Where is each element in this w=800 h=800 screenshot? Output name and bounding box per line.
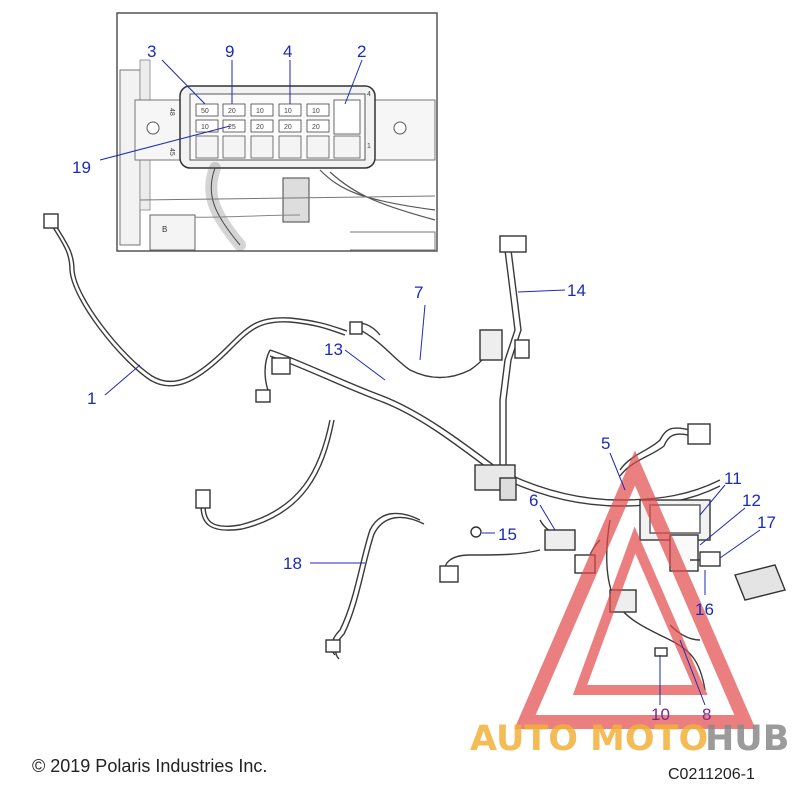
side-label: 4 xyxy=(367,91,371,98)
fuse-label: 20 xyxy=(284,124,292,131)
watermark-word-a: AUTO xyxy=(470,719,578,759)
callout-7: 7 xyxy=(414,283,423,302)
copyright-notice: © 2019 Polaris Industries Inc. xyxy=(32,756,268,776)
callout-17: 17 xyxy=(757,513,776,532)
callout-14: 14 xyxy=(567,281,586,300)
callout-1: 1 xyxy=(87,389,96,408)
callout-10: 10 xyxy=(651,705,670,724)
watermark-word-c: HUB xyxy=(705,719,789,759)
callout-13: 13 xyxy=(324,340,343,359)
fuse-label: 50 xyxy=(201,108,209,115)
part-code: C0211206-1 xyxy=(668,766,755,783)
callouts: 3 9 4 2 19 1 7 13 14 5 6 15 11 12 17 16 … xyxy=(72,42,776,724)
watermark-word-b: MOTO xyxy=(590,719,708,759)
callout-4: 4 xyxy=(283,42,292,61)
fuse-row-2: 10 25 20 20 20 xyxy=(195,119,330,133)
fuse-row-1: 50 20 10 10 10 xyxy=(195,99,361,135)
fuse-label: 20 xyxy=(228,108,236,115)
callout-18: 18 xyxy=(283,554,302,573)
callout-19: 19 xyxy=(72,158,91,177)
inset-detail: 50 20 10 10 10 10 25 20 20 20 48 45 4 1 xyxy=(99,12,438,252)
callout-16: 16 xyxy=(695,600,714,619)
callout-5: 5 xyxy=(601,434,610,453)
fuse-label: 20 xyxy=(312,124,320,131)
plate-label: B xyxy=(162,225,167,234)
fuse-label: 10 xyxy=(256,108,264,115)
callout-12: 12 xyxy=(742,491,761,510)
watermark-logo xyxy=(514,450,756,729)
fuse-label: 25 xyxy=(228,124,236,131)
callout-6: 6 xyxy=(529,491,538,510)
fuse-label: 10 xyxy=(284,108,292,115)
callout-11: 11 xyxy=(724,469,742,488)
watermark-wordmark: AUTO MOTO HUB xyxy=(470,719,789,759)
callout-9: 9 xyxy=(225,42,234,61)
leader-lines xyxy=(104,289,761,706)
fuse-label: 10 xyxy=(201,124,209,131)
callout-15: 15 xyxy=(498,525,517,544)
fuse-label: 10 xyxy=(312,108,320,115)
callout-3: 3 xyxy=(147,42,156,61)
fuse-label: 20 xyxy=(256,124,264,131)
callout-8: 8 xyxy=(702,705,711,724)
main-harness xyxy=(43,213,786,691)
callout-2: 2 xyxy=(357,42,366,61)
side-label: 48 xyxy=(168,108,175,116)
side-label: 45 xyxy=(168,148,175,156)
side-label: 1 xyxy=(367,143,371,150)
